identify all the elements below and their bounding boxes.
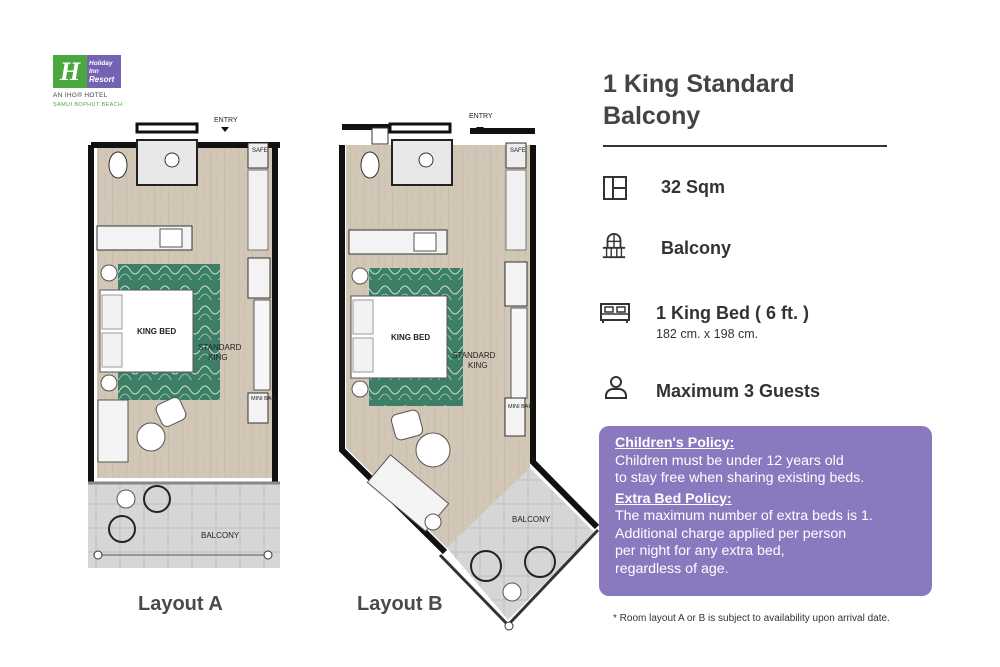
logo-brand-line2: Resort <box>89 74 115 84</box>
layout-a-standard-label: STANDARD <box>198 343 242 352</box>
layout-b-balcony-label: BALCONY <box>512 515 551 524</box>
layout-a-bed-label: KING BED <box>137 327 177 336</box>
balcony-icon <box>602 233 626 259</box>
extra-bed-policy-line2: Additional charge applied per person <box>615 525 847 542</box>
logo-mark: H Holiday Inn Resort <box>53 55 121 88</box>
children-policy-line1: Children must be under 12 years old <box>615 452 844 469</box>
logo-location: SAMUI BOPHUT BEACH <box>53 102 123 108</box>
layout-a-sink <box>164 152 180 168</box>
layout-b-plan <box>339 122 600 631</box>
layout-b-entry-label: ENTRY <box>469 113 493 120</box>
room-title-line1: 1 King Standard <box>603 70 795 98</box>
layout-a-minibar-label: MINI BAR <box>251 396 276 402</box>
layout-b-title: Layout B <box>357 593 443 615</box>
layout-b-balcony-floor <box>447 468 595 620</box>
layout-a-plan <box>88 122 280 568</box>
availability-footnote: * Room layout A or B is subject to avail… <box>613 613 890 624</box>
layout-a-title: Layout A <box>138 593 223 615</box>
layout-a-toilet <box>108 151 128 179</box>
extra-bed-policy-line3: per night for any extra bed, <box>615 543 785 559</box>
bed-dimensions: 182 cm. x 198 cm. <box>656 327 759 341</box>
floor-plan-icon <box>603 176 627 200</box>
guest-icon <box>605 376 627 399</box>
bed-icon <box>600 303 630 323</box>
layout-a-bathroom <box>136 139 198 186</box>
max-guests: Maximum 3 Guests <box>656 381 821 401</box>
layout-a-walls <box>88 142 280 483</box>
floor-plans <box>88 122 600 631</box>
layout-a-balcony-label: BALCONY <box>201 531 240 540</box>
logo-h-mark: H <box>53 55 87 88</box>
layout-b-bed-label: KING BED <box>391 333 431 342</box>
children-policy-heading: Children's Policy: <box>615 435 735 451</box>
layout-b-safe-label: SAFE <box>510 148 526 154</box>
layout-b-minibar-label: MINI BAR <box>508 404 533 410</box>
layout-a-entry-label: ENTRY <box>214 117 238 124</box>
layout-b-standard-label: STANDARD <box>452 351 496 360</box>
children-policy-line2: to stay free when sharing existing beds. <box>615 470 865 486</box>
room-title: 1 King Standard Balcony <box>603 68 795 132</box>
bed-feature: 1 King Bed ( 6 ft. ) <box>656 303 809 323</box>
layout-a-safe-label: SAFE <box>252 148 268 154</box>
policy-box: Children's Policy: Children must be unde… <box>599 426 932 596</box>
logo-wordmark: Holiday Inn Resort <box>87 55 121 88</box>
logo-brand-line1: Holiday Inn <box>89 59 113 75</box>
layout-a-entry-wall <box>135 122 199 134</box>
room-title-line2: Balcony <box>603 102 701 130</box>
extra-bed-policy-line4: regardless of age. <box>615 560 729 577</box>
balcony-feature: Balcony <box>661 238 732 258</box>
hotel-logo: H Holiday Inn Resort AN IHG® HOTEL SAMUI… <box>53 55 123 108</box>
title-divider <box>603 145 887 147</box>
room-size: 32 Sqm <box>661 177 726 197</box>
logo-tagline: AN IHG® HOTEL <box>53 92 108 99</box>
extra-bed-policy-heading: Extra Bed Policy: <box>615 490 732 507</box>
layout-b-king-label: KING <box>468 361 488 370</box>
layout-a-king-label: KING <box>208 353 228 362</box>
extra-bed-policy-line1: The maximum number of extra beds is 1. <box>615 508 873 524</box>
